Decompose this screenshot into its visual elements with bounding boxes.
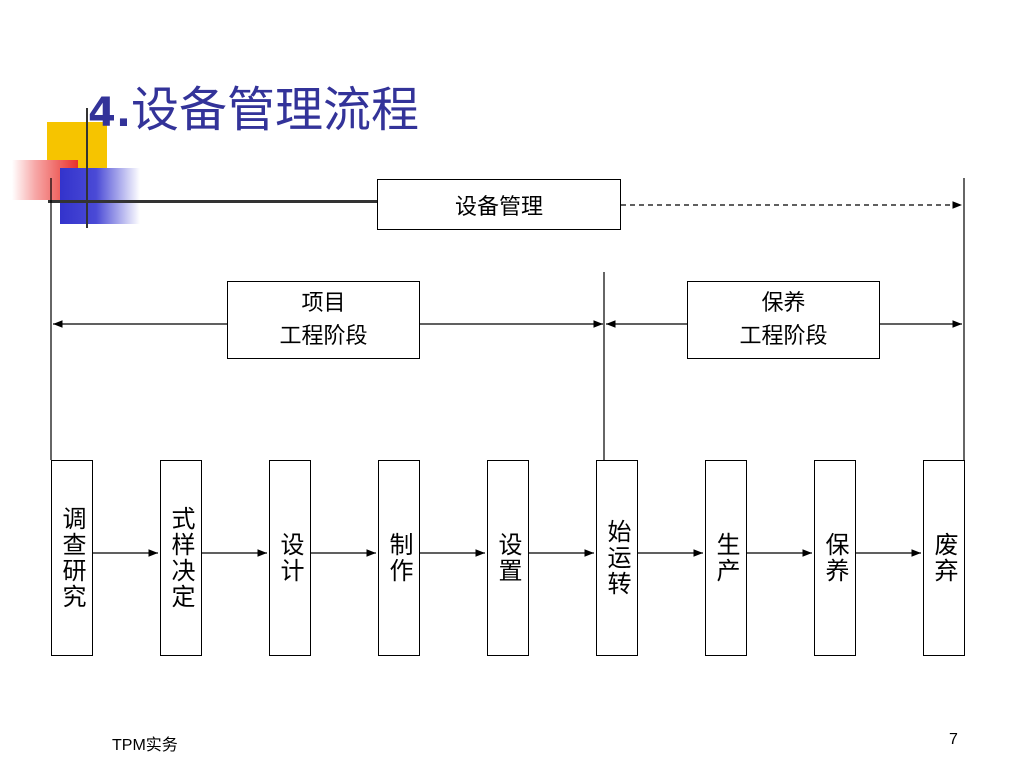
slide-title: 4.设备管理流程 [88,80,419,143]
project-phase-line1: 项目 [301,291,346,316]
step-label: 式样决定 [167,506,195,610]
maintenance-phase-line1: 保养 [761,291,806,316]
footer-title: TPM实务 [112,737,178,754]
step-label: 设置 [494,532,522,584]
step-label: 设计 [276,532,304,584]
decorative-blue-bar [60,168,140,224]
step-manufacture: 制作 [378,460,420,656]
step-label: 保养 [821,532,849,584]
page-number: 7 [949,731,958,748]
step-design: 设计 [269,460,311,656]
maintenance-phase-line2: 工程阶段 [739,324,828,349]
decorative-horizontal-line [48,200,378,203]
slide-title-text: 设备管理流程 [131,82,420,138]
step-startup: 始运转 [596,460,638,656]
slide-title-number: 4. [88,90,132,136]
equipment-management-box: 设备管理 [377,179,621,230]
step-label: 生产 [712,532,740,584]
step-production: 生产 [705,460,747,656]
step-label: 废弃 [930,532,958,584]
maintenance-phase-box: 保养 工程阶段 [687,281,880,359]
step-survey-research: 调查研究 [51,460,93,656]
project-phase-line2: 工程阶段 [279,324,368,349]
step-label: 制作 [385,532,413,584]
project-phase-box: 项目 工程阶段 [227,281,420,359]
step-disposal: 废弃 [923,460,965,656]
step-maintenance: 保养 [814,460,856,656]
step-label: 始运转 [603,519,631,597]
decorative-vertical-line [86,108,88,228]
step-specification: 式样决定 [160,460,202,656]
step-installation: 设置 [487,460,529,656]
step-label: 调查研究 [58,506,86,610]
